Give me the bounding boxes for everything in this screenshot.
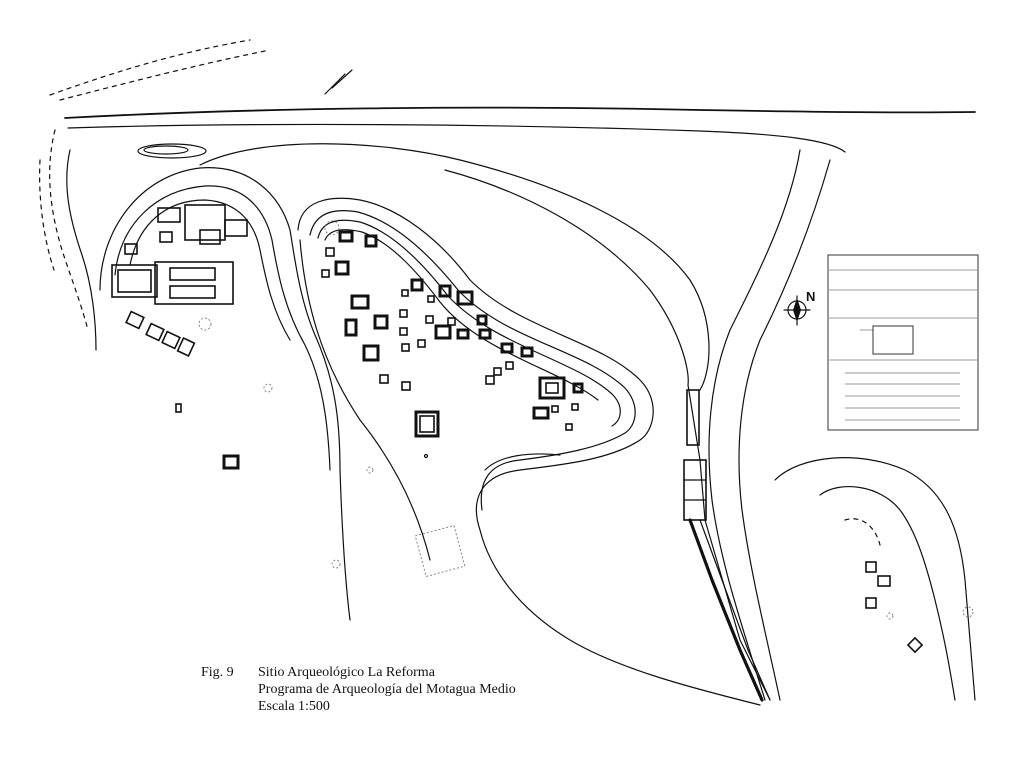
figure-number: Fig. 9 (201, 665, 234, 680)
right-river (708, 149, 976, 701)
caption-scale: Escala 1:500 (258, 699, 330, 714)
figure-caption: Fig. 9 Sitio Arqueológico La Reforma Pro… (201, 664, 516, 715)
left-bank (39, 129, 207, 351)
north-letter: N (806, 289, 815, 304)
south-road (683, 384, 771, 702)
top-road (49, 39, 976, 153)
middle-mound-contours (297, 197, 761, 706)
outer-contour (199, 143, 710, 391)
legend-box (827, 254, 979, 431)
left-mound-contours (99, 167, 351, 621)
middle-mound-structures (321, 220, 584, 578)
compass-north-icon: N (783, 289, 815, 326)
caption-title: Sitio Arqueológico La Reforma (258, 665, 435, 680)
caption-program: Programa de Arqueología del Motagua Medi… (258, 682, 516, 697)
left-mound-structures (111, 204, 273, 470)
right-bank-structures (865, 561, 974, 654)
